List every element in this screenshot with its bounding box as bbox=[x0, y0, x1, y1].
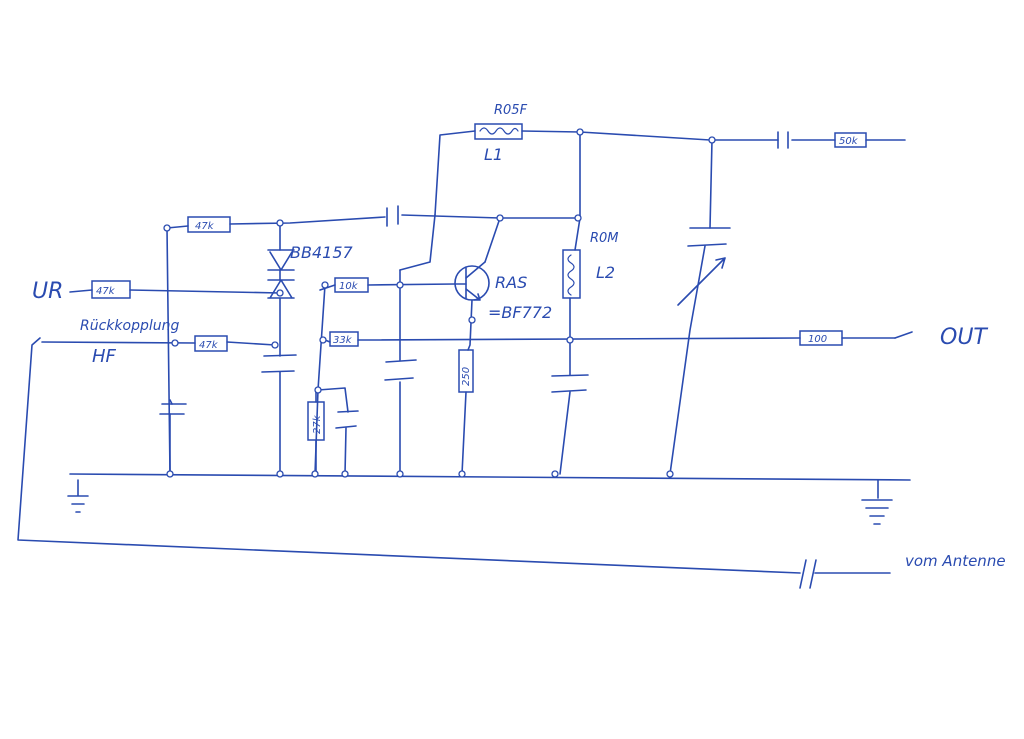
label-r47k-top: 47k bbox=[195, 221, 215, 232]
varactor-diode bbox=[267, 249, 295, 299]
label-ur: UR bbox=[32, 279, 63, 304]
ground-symbols bbox=[67, 479, 893, 525]
label-r10k: 10k bbox=[339, 281, 359, 292]
label-r0m: R0M bbox=[590, 231, 619, 246]
label-transistor: RAS bbox=[495, 273, 527, 292]
resistor-r05f bbox=[474, 123, 523, 140]
label-r47k-mid: 47k bbox=[199, 340, 219, 351]
resistor-50k bbox=[834, 132, 867, 148]
label-rueckkopplung: Rückkopplung bbox=[80, 318, 179, 334]
label-r250: 250 bbox=[461, 367, 472, 386]
resistor-47k-top bbox=[187, 216, 231, 233]
resistor-47k-mid bbox=[194, 335, 228, 352]
resistor-250 bbox=[458, 349, 474, 393]
resistors bbox=[91, 123, 867, 441]
label-diode: BB4157 bbox=[290, 243, 353, 262]
label-r100: 100 bbox=[808, 334, 827, 345]
resistor-r0m bbox=[562, 249, 581, 299]
label-r27k: 27k bbox=[312, 414, 323, 434]
resistor-33k bbox=[329, 331, 359, 347]
label-out: OUT bbox=[940, 325, 988, 350]
label-antenna: vom Antenne bbox=[905, 552, 1006, 570]
resistor-27k bbox=[307, 401, 325, 441]
resistor-100-out bbox=[799, 330, 843, 346]
transistor-bf772 bbox=[454, 261, 490, 301]
capacitors bbox=[159, 131, 817, 589]
label-r05f: R05F bbox=[494, 103, 528, 118]
label-r47k-input: 47k bbox=[96, 286, 116, 297]
junctions bbox=[163, 128, 716, 478]
label-r50k: 50k bbox=[839, 136, 859, 147]
resistor-10k bbox=[334, 277, 369, 293]
label-l2: L2 bbox=[596, 263, 615, 282]
label-r33k: 33k bbox=[333, 335, 353, 346]
label-transistor-type: =BF772 bbox=[488, 303, 552, 322]
label-hf: HF bbox=[92, 346, 117, 367]
label-l1: L1 bbox=[484, 145, 503, 164]
resistor-47k-input bbox=[91, 280, 131, 299]
wires bbox=[17, 130, 913, 574]
